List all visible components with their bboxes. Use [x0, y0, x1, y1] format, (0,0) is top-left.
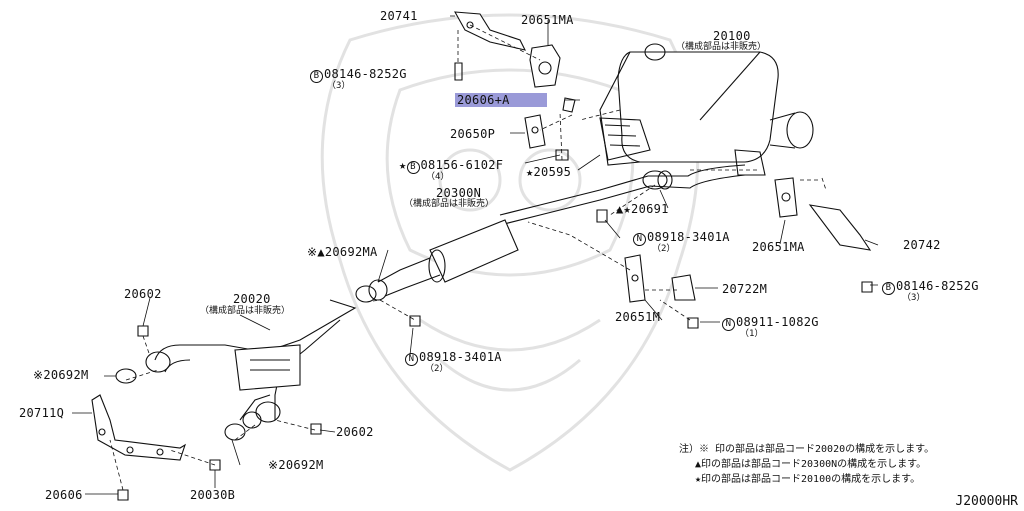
part-label-20030b[interactable]: 20030B	[190, 488, 236, 502]
bolt-qty-top: （3）	[327, 81, 351, 91]
note-line-3: ★印の部品は部品コード20100の構成を示します。	[695, 474, 921, 485]
part-label-20606a[interactable]: 20606+A	[455, 93, 547, 107]
bolt-qty-mid: （4）	[426, 172, 450, 182]
nut-qty-center: （2）	[425, 364, 449, 374]
part-label-20692m-left[interactable]: ※20692M	[33, 368, 89, 382]
highlighted-part: 20606+A	[455, 93, 547, 107]
part-label-20722m[interactable]: 20722M	[722, 282, 768, 296]
front-bracket	[91, 394, 186, 461]
part-label-20100[interactable]: 20100	[713, 29, 751, 43]
part-label-20651ma-right[interactable]: 20651MA	[752, 240, 805, 254]
nut-prefix-n: N	[405, 353, 418, 366]
part-label-20650p[interactable]: 20650P	[450, 127, 496, 141]
part-label-20595[interactable]: ★20595	[526, 165, 572, 179]
part-label-20300n[interactable]: 20300N	[436, 186, 482, 200]
part-label-20692m-low[interactable]: ※20692M	[268, 458, 324, 472]
part-label-20606[interactable]: 20606	[45, 488, 83, 502]
part-label-20651m[interactable]: 20651M	[615, 310, 661, 324]
front-y-pipe	[145, 299, 357, 429]
nut-prefix-n: N	[633, 233, 646, 246]
nut-prefix-n: N	[722, 318, 735, 331]
part-label-20741[interactable]: 20741	[380, 9, 418, 23]
part-label-20691[interactable]: ▲★20691	[616, 202, 669, 216]
bolt-prefix-b: B	[310, 70, 323, 83]
dashed-lines	[109, 24, 827, 491]
part-note-20100: （構成部品は非販売）	[676, 42, 767, 52]
nut-qty-low: （1）	[740, 329, 764, 339]
diagram-id: J20000HR	[955, 494, 1018, 509]
part-label-20742[interactable]: 20742	[903, 238, 941, 252]
nut-qty-mid: （2）	[652, 244, 676, 254]
hangers	[115, 114, 872, 441]
main-muffler	[599, 43, 814, 176]
part-label-20020[interactable]: 20020	[233, 292, 271, 306]
part-label-20602-low[interactable]: 20602	[336, 425, 374, 439]
part-label-20692ma[interactable]: ※▲20692MA	[307, 245, 378, 259]
part-label-20651ma-top[interactable]: 20651MA	[521, 13, 574, 27]
top-hanger-bracket	[454, 11, 561, 88]
note-line-2: ▲印の部品は部品コード20300Nの構成を示します。	[695, 459, 927, 470]
bolt-prefix-b: B	[406, 161, 420, 174]
center-pipe	[368, 164, 746, 301]
leader-lines	[72, 15, 879, 495]
part-label-20602-top[interactable]: 20602	[124, 287, 162, 301]
part-label-20711q[interactable]: 20711Q	[19, 406, 65, 420]
bolt-qty-right: （3）	[902, 293, 926, 303]
note-line-1: 注）※ 印の部品は部品コード20020の構成を示します。	[679, 444, 935, 455]
part-note-20300n: （構成部品は非販売）	[404, 199, 495, 209]
part-note-20020: （構成部品は非販売）	[200, 306, 291, 316]
bolt-prefix-b: B	[882, 282, 895, 295]
